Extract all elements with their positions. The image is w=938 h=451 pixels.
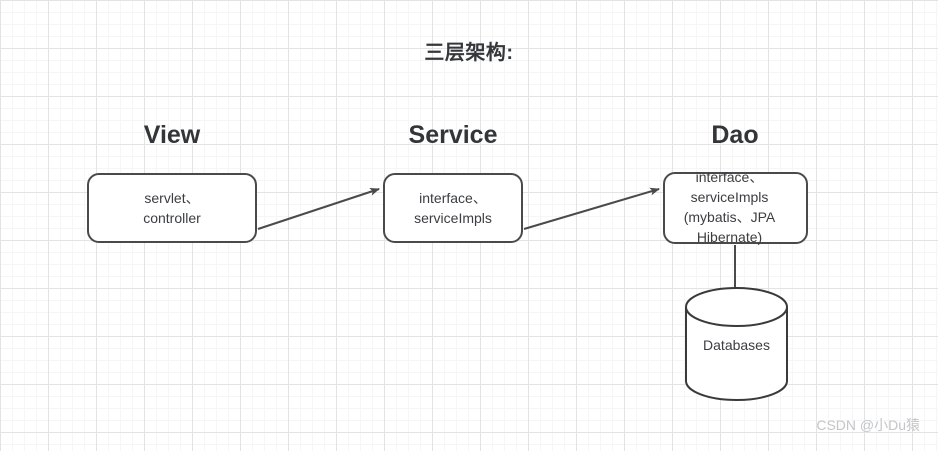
- layer-heading-service: Service: [408, 121, 498, 149]
- watermark: CSDN @小Du猿: [816, 417, 920, 433]
- layer-heading-dao: Dao: [711, 121, 759, 149]
- layer-heading-view: View: [143, 121, 201, 149]
- page-title: 三层架构:: [424, 42, 514, 64]
- node-view-label: servlet、 controller: [143, 189, 201, 226]
- node-dao-box: interface、 serviceImpls (mybatis、JPA Hib…: [663, 169, 808, 245]
- node-dao-label: interface、 serviceImpls (mybatis、JPA Hib…: [683, 169, 776, 245]
- database-label: Databases: [703, 337, 770, 353]
- node-view-box: servlet、 controller: [87, 173, 257, 243]
- connector-view-to-service: [257, 188, 380, 230]
- node-service-label: interface、 serviceImpls: [414, 189, 492, 226]
- node-service-box: interface、 serviceImpls: [383, 173, 523, 243]
- connector-service-to-dao: [523, 187, 660, 230]
